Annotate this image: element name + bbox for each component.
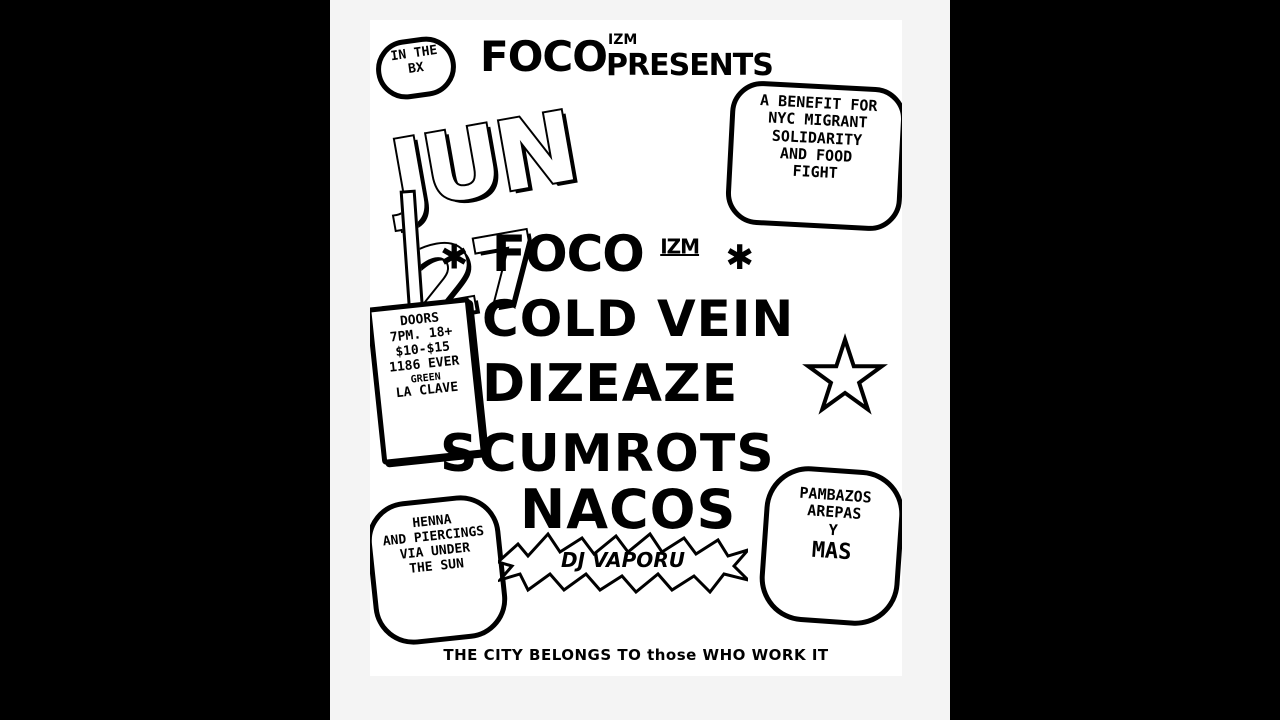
star-icon: ★ bbox=[800, 318, 890, 434]
asterisk-icon: ✱ bbox=[725, 237, 753, 278]
presenter-suffix-text: IZM bbox=[608, 32, 638, 48]
headliner: ✱ FOCO IZM ✱ bbox=[440, 225, 754, 283]
footer-text: THE CITY BELONGS TO those WHO WORK IT bbox=[443, 646, 829, 664]
dj-burst: DJ VAPORU bbox=[494, 530, 753, 595]
event-flyer: IN THE BX FOCO IZM PRESENTS JUN 27 A BEN… bbox=[370, 20, 902, 676]
headliner-suffix: IZM bbox=[660, 234, 700, 259]
burst-shape bbox=[494, 531, 753, 595]
benefit-cloud: A BENEFIT FOR NYC MIGRANT SOLIDARITY AND… bbox=[724, 79, 902, 233]
band-name: NACOS bbox=[520, 478, 737, 541]
footer-slogan: THE CITY BELONGS TO those WHO WORK IT bbox=[370, 646, 902, 664]
presenter-name: FOCO bbox=[480, 32, 608, 81]
header: FOCO bbox=[480, 32, 608, 81]
presents-label: PRESENTS bbox=[606, 48, 774, 83]
band-name: SCUMROTS bbox=[440, 424, 775, 484]
band-name: DIZEAZE bbox=[482, 354, 739, 414]
band-name: COLD VEIN bbox=[482, 290, 795, 348]
presenter-suffix: IZM bbox=[608, 32, 637, 48]
asterisk-icon: ✱ bbox=[440, 237, 468, 278]
dj-name: DJ VAPORU bbox=[561, 548, 685, 572]
location-tag: IN THE BX bbox=[372, 32, 460, 104]
headliner-name: FOCO bbox=[491, 225, 645, 283]
vendor-left-cloud: HENNA AND PIERCINGS VIA UNDER THE SUN bbox=[370, 491, 512, 649]
location-tag-text: IN THE BX bbox=[389, 42, 439, 77]
presents-text: PRESENTS bbox=[606, 48, 774, 83]
vendor-right-cloud: PAMBAZOS AREPAS Y MAS bbox=[756, 463, 902, 629]
